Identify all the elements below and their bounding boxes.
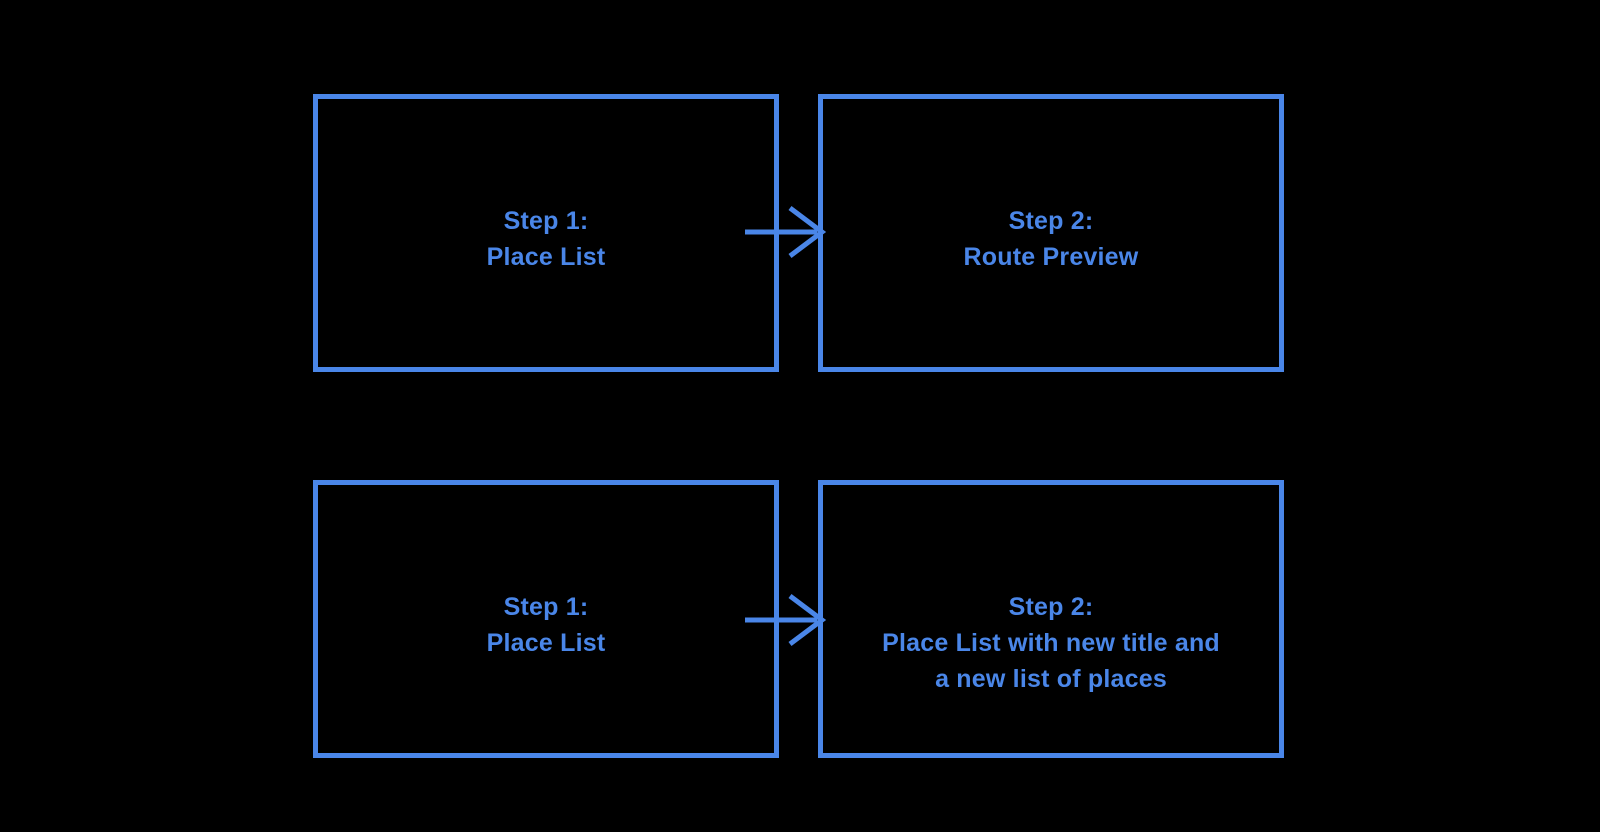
- flow2-step1-line1: Step 1:: [503, 593, 589, 621]
- flow1-step1-line2: Place List: [486, 243, 606, 271]
- flow2-step2-line2: Place List with new title and: [882, 629, 1220, 657]
- flow2-step2-line3: a new list of places: [935, 665, 1167, 693]
- flow1-step1-line1: Step 1:: [503, 207, 589, 235]
- flow2-step2-line1: Step 2:: [1008, 593, 1094, 621]
- flow2-step1-line2: Place List: [486, 629, 606, 657]
- arrow-right-icon: [745, 206, 827, 258]
- flow1-step2-line1: Step 2:: [1008, 207, 1094, 235]
- flow2-step2-box: Step 2: Place List with new title and a …: [818, 480, 1284, 758]
- flow1-step2-box: Step 2: Route Preview: [818, 94, 1284, 372]
- flow2-step1-box: Step 1: Place List: [313, 480, 779, 758]
- flow1-step2-line2: Route Preview: [963, 243, 1139, 271]
- arrow-right-icon: [745, 594, 827, 646]
- flow1-step1-box: Step 1: Place List: [313, 94, 779, 372]
